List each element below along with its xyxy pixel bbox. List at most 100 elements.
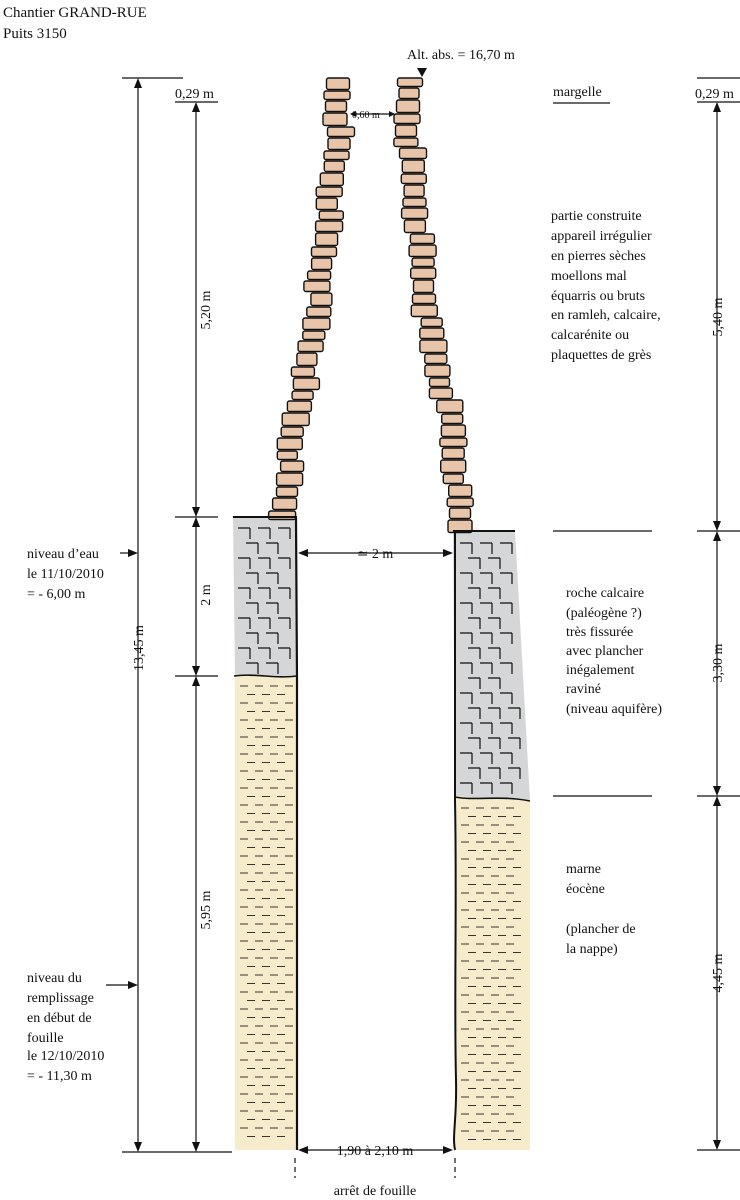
stone-block <box>314 232 339 247</box>
built-layer-description: partie construite appareil irrégulier en… <box>551 209 661 363</box>
svg-text:= - 6,00 m: = - 6,00 m <box>27 587 86 602</box>
stone-block <box>393 113 421 125</box>
stone-block <box>402 197 427 208</box>
rock-brick-mark <box>488 557 501 569</box>
stone-block <box>291 390 314 401</box>
stone-block <box>448 484 473 498</box>
rock-brick-mark <box>480 662 493 674</box>
marl-texture <box>240 685 521 1140</box>
stone-block <box>310 257 333 271</box>
right-marl-dim: 4,45 m <box>711 953 726 992</box>
rock-brick-mark <box>500 632 513 644</box>
rock-brick-mark <box>460 542 473 554</box>
svg-text:équarris ou bruts: équarris ou bruts <box>551 289 645 304</box>
rock-brick-mark <box>258 647 271 659</box>
rock-brick-mark <box>460 722 473 734</box>
stone-block <box>296 352 318 367</box>
stone-block <box>398 147 428 160</box>
fill-level-note: niveau du remplissage en début de fouill… <box>27 971 104 1084</box>
rock-brick-mark <box>500 572 513 584</box>
rock-brick-mark <box>488 647 501 659</box>
stone-block <box>448 507 472 520</box>
svg-text:très fissurée: très fissurée <box>566 625 633 640</box>
rock-brick-mark <box>480 722 493 734</box>
rock-brick-mark <box>468 677 481 689</box>
svg-text:appareil irrégulier: appareil irrégulier <box>551 229 652 244</box>
svg-text:niveau du: niveau du <box>27 971 82 986</box>
stone-block <box>297 340 324 353</box>
rock-brick-mark <box>500 662 513 674</box>
rock-brick-mark <box>266 662 279 674</box>
masonry-stones <box>267 77 474 534</box>
stone-block <box>420 317 443 328</box>
rock-brick-mark <box>460 692 473 704</box>
stone-block <box>447 519 473 534</box>
stone-block <box>323 160 345 173</box>
svg-text:éocène: éocène <box>566 882 605 897</box>
rock-brick-mark <box>278 527 291 539</box>
rock-brick-mark <box>508 707 521 719</box>
rock-brick-mark <box>460 752 473 764</box>
svg-text:(niveau aquifère): (niveau aquifère) <box>566 702 662 717</box>
rock-brick-mark <box>468 647 481 659</box>
rock-layer-description: roche calcaire (paléogène ?) très fissur… <box>566 586 662 717</box>
rock-brick-mark <box>258 587 271 599</box>
stone-block <box>398 87 420 100</box>
stone-block <box>302 317 331 331</box>
stone-block <box>306 306 332 318</box>
svg-text:(plancher de: (plancher de <box>566 922 636 937</box>
stone-block <box>424 364 451 378</box>
stone-block <box>314 220 344 233</box>
svg-text:(paléogène ?): (paléogène ?) <box>566 606 642 621</box>
stone-block <box>315 197 338 211</box>
rock-brick-mark <box>500 542 513 554</box>
svg-text:niveau d’eau: niveau d’eau <box>27 547 99 562</box>
rock-brick-mark <box>480 632 493 644</box>
stone-block <box>408 244 437 258</box>
stone-block <box>310 246 338 258</box>
stone-block <box>419 339 448 354</box>
stone-block <box>275 486 299 498</box>
left-dimension-arrows <box>128 78 453 1154</box>
left-dimensions <box>106 77 450 1153</box>
stone-block <box>411 293 437 305</box>
rock-brick-mark <box>278 647 291 659</box>
stone-block <box>286 400 313 413</box>
shaft-walls <box>233 516 531 1178</box>
right-margelle-dim: 0,29 m <box>695 87 734 102</box>
rock-brick-mark <box>500 752 513 764</box>
stone-block <box>324 100 348 113</box>
stone-block <box>310 292 333 307</box>
rock-brick-mark <box>488 767 501 779</box>
svg-text:en ramleh, calcaire,: en ramleh, calcaire, <box>551 308 661 323</box>
rock-brick-mark <box>258 527 271 539</box>
rock-brick-mark <box>460 572 473 584</box>
stone-block <box>400 173 427 185</box>
rock-brick-mark <box>238 527 251 539</box>
rock-brick-mark <box>258 617 271 629</box>
stone-block <box>428 387 454 400</box>
svg-text:le 12/10/2010: le 12/10/2010 <box>27 1049 104 1064</box>
right-built-dim: 5,40 m <box>711 297 726 336</box>
stone-block <box>322 112 348 127</box>
rock-brick-mark <box>460 662 473 674</box>
altitude-label: Alt. abs. = 16,70 m <box>407 48 515 63</box>
left-total-dim: 13,45 m <box>132 625 147 671</box>
rock-brick-mark <box>500 692 513 704</box>
well-title: Puits 3150 <box>3 26 67 42</box>
svg-text:en début de: en début de <box>27 1011 92 1026</box>
svg-text:en pierres sèches: en pierres sèches <box>551 249 646 264</box>
stone-block <box>276 437 303 451</box>
rock-brick-mark <box>480 692 493 704</box>
rock-brick-mark <box>238 557 251 569</box>
stone-block <box>409 233 436 245</box>
rock-brick-mark <box>246 662 259 674</box>
stone-block <box>275 472 304 487</box>
svg-text:= - 11,30 m: = - 11,30 m <box>27 1069 92 1084</box>
rock-brick-mark <box>278 557 291 569</box>
site-title: Chantier GRAND-RUE <box>3 5 147 21</box>
rock-brick-mark <box>468 557 481 569</box>
rock-brick-mark <box>246 542 259 554</box>
svg-text:partie construite: partie construite <box>551 209 642 224</box>
